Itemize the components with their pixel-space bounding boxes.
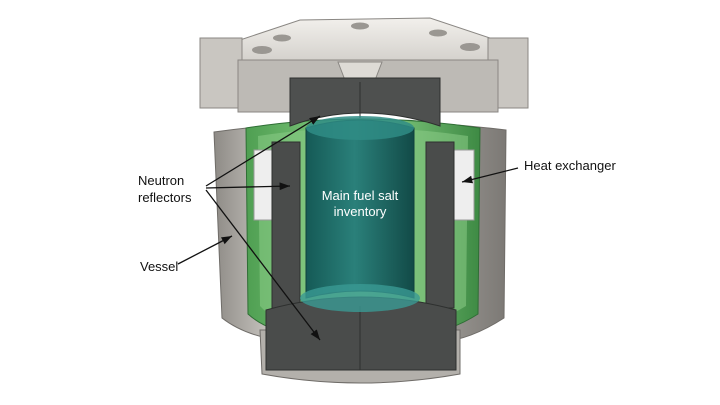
reflector-left <box>271 141 301 309</box>
reflector-right <box>425 141 455 309</box>
bolt-hole <box>460 43 480 51</box>
neutron-reflector-body <box>265 77 457 371</box>
left-bracket <box>199 37 243 109</box>
heat-exchanger-label: Heat exchanger <box>524 158 616 173</box>
vessel-label: Vessel <box>140 259 178 274</box>
bolt-hole <box>429 29 447 37</box>
neutron-reflectors-label-line2: reflectors <box>138 190 192 205</box>
bolt-hole <box>351 22 369 30</box>
arrow-heat-exchanger <box>461 167 519 184</box>
fuel-salt-label-line1: Main fuel salt <box>322 188 399 203</box>
arrow-neutron-side <box>205 182 291 191</box>
bolt-hole <box>273 34 291 42</box>
arrow-neutron-bottom <box>205 189 321 341</box>
arrow-neutron-top <box>205 115 321 187</box>
bolt-hole <box>252 46 272 54</box>
arrow-vessel <box>177 235 233 265</box>
neutron-reflectors-label-line1: Neutron <box>138 173 184 188</box>
fuel-salt-label-line2: inventory <box>334 204 387 219</box>
fuel-salt-core <box>300 116 420 312</box>
